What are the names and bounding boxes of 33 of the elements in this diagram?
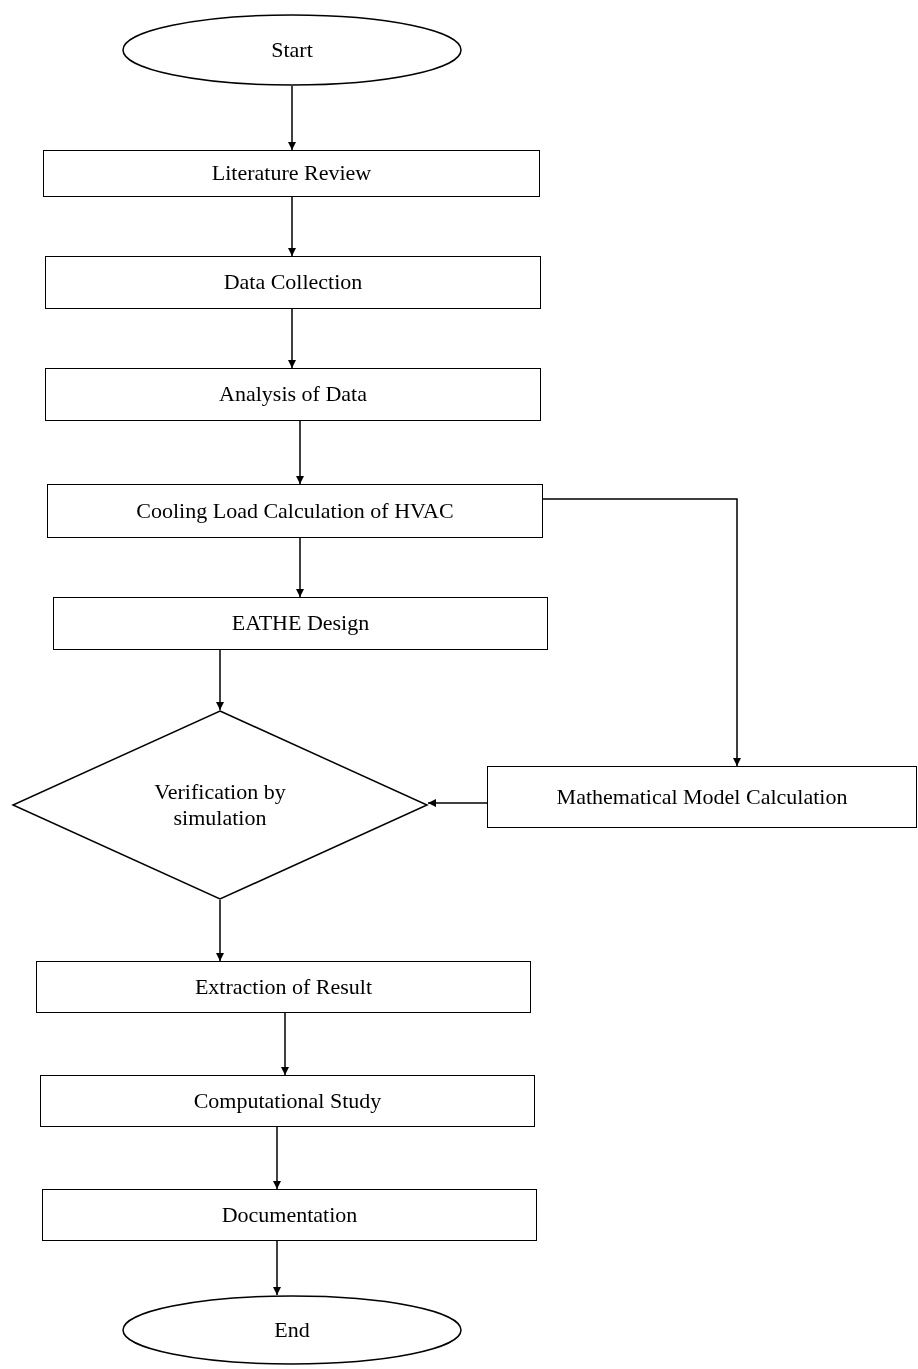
arrow — [288, 85, 296, 151]
process-box — [36, 961, 531, 1013]
node-label: Cooling Load Calculation of HVAC — [136, 497, 454, 525]
process-box — [45, 256, 541, 309]
process-box — [42, 1189, 537, 1241]
process-box — [487, 766, 917, 828]
node-label: Computational Study — [193, 1087, 382, 1115]
arrow — [273, 1126, 281, 1190]
arrow — [273, 1240, 281, 1296]
arrow — [288, 196, 296, 257]
process-box — [40, 1075, 535, 1127]
node-label: Data Collection — [223, 269, 363, 296]
arrow — [296, 420, 304, 485]
node-label: Analysis of Data — [219, 381, 367, 408]
node-label: Verification by simulation — [153, 778, 287, 832]
arrow — [288, 308, 296, 369]
process-box — [45, 368, 541, 421]
process-box — [53, 597, 548, 650]
process-box — [47, 484, 543, 538]
arrow — [542, 498, 741, 767]
node-label: Start — [271, 36, 313, 64]
process-box — [43, 150, 540, 197]
node-label: Literature Review — [211, 160, 372, 187]
arrow — [281, 1012, 289, 1076]
arrow — [216, 649, 224, 711]
node-label: EATHE Design — [231, 610, 370, 637]
node-label: Extraction of Result — [194, 973, 373, 1001]
node-label: Documentation — [221, 1201, 358, 1229]
arrow — [427, 799, 488, 807]
node-label: End — [274, 1316, 310, 1344]
arrow — [216, 899, 224, 962]
arrow — [296, 537, 304, 598]
node-label: Mathematical Model Calculation — [556, 783, 848, 811]
